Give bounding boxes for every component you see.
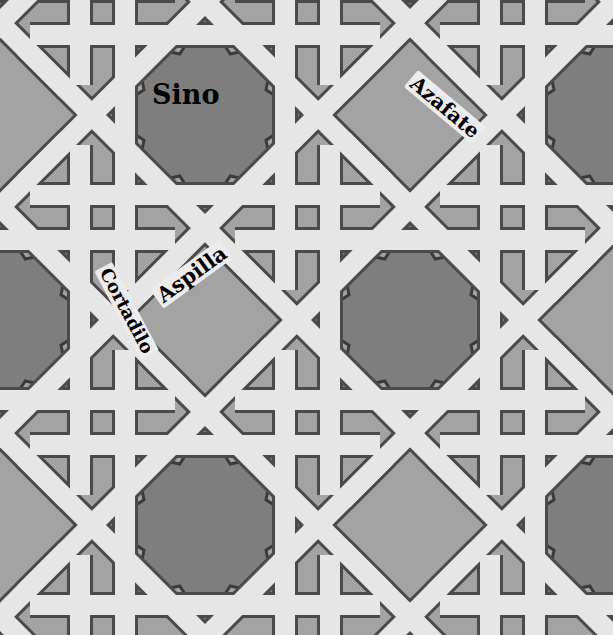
- interlace-band: [70, 0, 90, 85]
- part-label: Sino: [152, 80, 219, 110]
- band-outline: [317, 555, 343, 635]
- band-outline: [317, 0, 343, 85]
- interlace-band: [0, 253, 67, 500]
- interlace-band: [70, 555, 90, 635]
- interlace-band: [0, 0, 67, 90]
- interlace-band: [343, 550, 590, 635]
- band-outline: [67, 555, 93, 635]
- band-outline: [477, 0, 503, 85]
- interlace-band: [435, 0, 613, 182]
- interlace-band: [0, 140, 180, 387]
- band-outline: [67, 145, 93, 495]
- interlace-band: [548, 345, 613, 592]
- interlace-band: [548, 0, 613, 182]
- interlace-band: [320, 0, 340, 85]
- interlace-band: [230, 0, 477, 90]
- interlace-band: [320, 555, 340, 635]
- interlace-band: [0, 550, 180, 635]
- interlace-band: [480, 0, 500, 85]
- band-outline: [477, 555, 503, 635]
- interlace-band: [435, 458, 613, 635]
- band-outline: [67, 0, 93, 85]
- interlace-band: [70, 145, 90, 495]
- interlace-band: [480, 555, 500, 635]
